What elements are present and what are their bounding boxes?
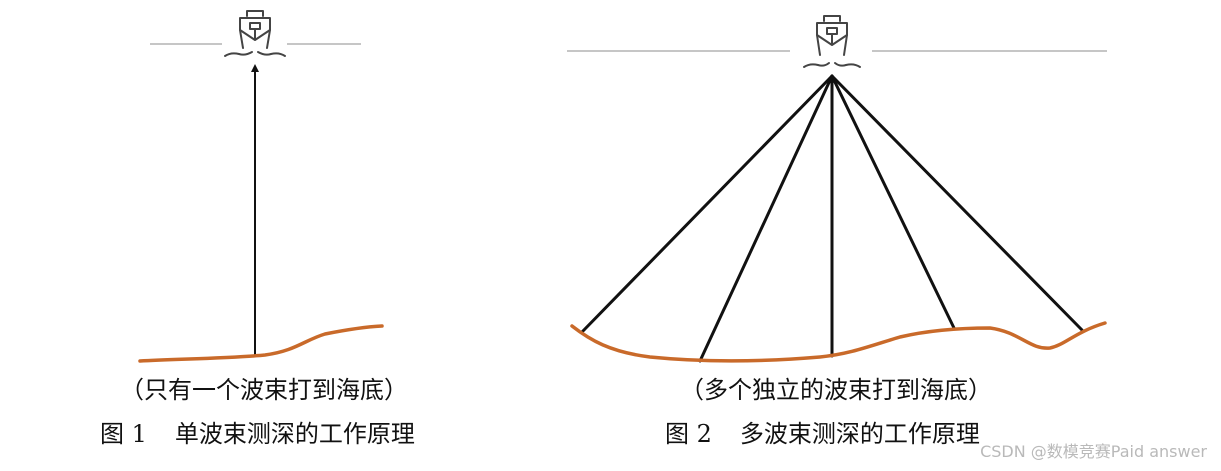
figure-1-number: 图 1 [100,420,147,448]
ship-icon [803,15,861,68]
figure-1-caption: 图 1 单波束测深的工作原理 [100,420,415,448]
figure-2-title: 多波束测深的工作原理 [739,420,980,448]
beam-4 [830,74,956,330]
figure-1-title: 单波束测深的工作原理 [174,420,415,448]
ship-icon [224,10,286,57]
figure-1-subcaption: （只有一个波束打到海底） [120,376,408,404]
beam-arrowhead [251,64,259,72]
beam-2 [698,74,834,363]
beam-5 [830,74,1084,332]
figure-2-caption: 图 2 多波束测深的工作原理 [665,420,980,448]
seabed-2 [570,321,1107,363]
figure-1-single-beam [138,10,384,363]
seabed-1 [138,324,384,363]
beam-1 [580,74,834,334]
watermark: CSDN @数模竞赛Paid answer [980,442,1207,461]
beam-fan [580,74,1084,363]
figure-2-number: 图 2 [665,420,712,448]
figure-2-subcaption: （多个独立的波束打到海底） [680,376,992,404]
figure-2-multi-beam [567,15,1107,363]
